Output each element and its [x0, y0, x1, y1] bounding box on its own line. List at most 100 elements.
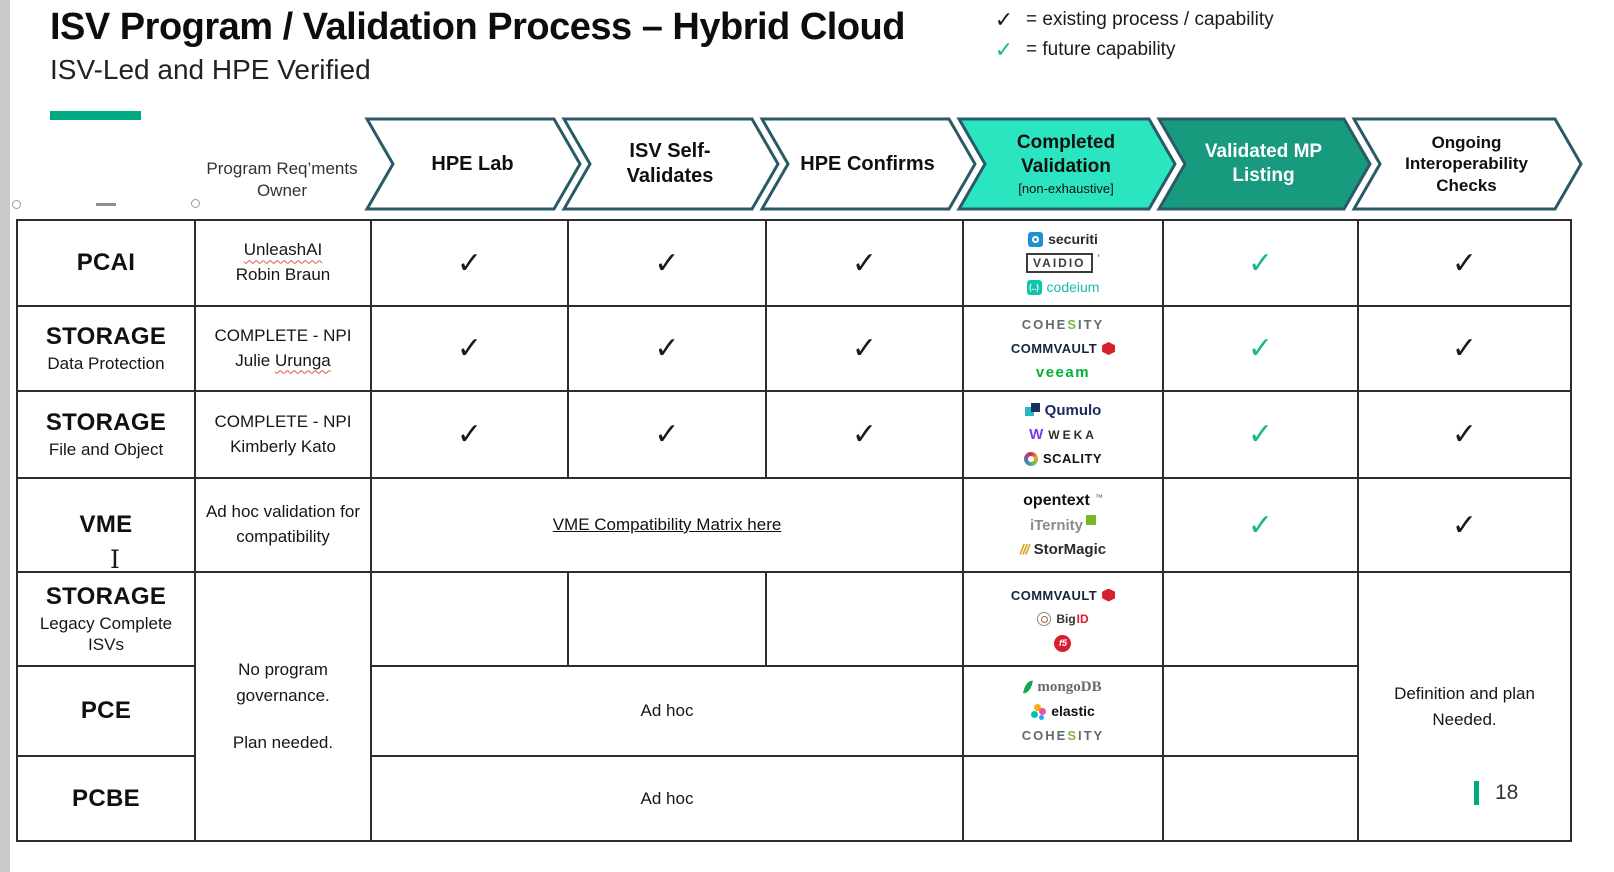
opentext-trademark-icon: ™ — [1094, 492, 1103, 502]
f5-icon: f5 — [1054, 634, 1072, 652]
stage-chevron-isv-self-validates: ISV Self-Validates — [561, 116, 781, 212]
stormagic-icon: /// — [1019, 541, 1030, 557]
cell-storage-legacy-category: STORAGE Legacy Complete ISVs — [18, 573, 196, 667]
cell-vme-compatibility-matrix: VME Compatibility Matrix here — [372, 479, 964, 573]
cell-vme-category: VME — [18, 479, 196, 573]
cell-pcbe-ad-hoc: Ad hoc — [372, 757, 964, 840]
owner-line1: COMPLETE - NPI — [214, 325, 352, 345]
cell-pcai-hpe-lab: ✓ — [372, 221, 569, 307]
check-icon: ✓ — [1451, 246, 1478, 280]
stage-label-ongoing-interoperability: Ongoing Interoperability Checks — [1405, 133, 1528, 195]
slide-number: 18 — [1474, 781, 1518, 805]
cell-storage-fo-hpe-lab: ✓ — [372, 392, 569, 479]
cell-storage-dp-ongoing: ✓ — [1359, 307, 1570, 392]
bigid-label-post: ID — [1076, 612, 1089, 626]
cell-storage-legacy-hpe-lab-empty — [372, 573, 569, 667]
cohesity-label-s: S — [1067, 317, 1078, 332]
securiti-logo: securiti — [1028, 229, 1098, 250]
elastic-label: elastic — [1051, 703, 1095, 719]
existing-check-icon: ✓ — [994, 7, 1014, 32]
bigid-fingerprint-icon — [1037, 612, 1052, 626]
vaidio-label: VAIDIO — [1026, 253, 1093, 273]
scality-logo: SCALITY — [1023, 448, 1103, 469]
slide-number-accent-bar — [1474, 781, 1479, 805]
owner-line2b: Urunga — [274, 350, 331, 370]
qumulo-logo: Qumulo — [1024, 400, 1101, 421]
owner-line2: Kimberly Kato — [230, 436, 336, 456]
no-governance-line2: Plan needed. — [232, 733, 334, 753]
category-title: STORAGE — [45, 582, 167, 610]
weka-label: WEKA — [1048, 427, 1097, 442]
category-title: PCAI — [76, 249, 136, 276]
cohesity-logo: COHESITY — [1022, 314, 1104, 335]
codeium-logo: (..)codeium — [1026, 277, 1099, 298]
check-icon: ✓ — [851, 418, 878, 451]
cell-storage-dp-validated-mp: ✓ — [1164, 307, 1359, 392]
page-subtitle: ISV-Led and HPE Verified — [50, 54, 371, 85]
stage-label-completed-validation: Completed Validation — [1016, 132, 1116, 177]
cell-storage-dp-hpe-lab: ✓ — [372, 307, 569, 392]
cell-storage-fo-ongoing: ✓ — [1359, 392, 1570, 479]
iternity-logo: iTernity — [1030, 515, 1097, 536]
window-edge-strip — [0, 0, 10, 872]
cell-pcbe-category: PCBE — [18, 757, 196, 840]
scality-icon — [1023, 451, 1038, 466]
cell-vme-ongoing: ✓ — [1359, 479, 1570, 573]
check-icon: ✓ — [1451, 508, 1478, 542]
weka-logo: W WEKA — [1029, 424, 1097, 445]
page-title: ISV Program / Validation Process – Hybri… — [50, 6, 905, 48]
cell-pce-category: PCE — [18, 667, 196, 757]
vaidio-trademark-icon: ’ — [1097, 252, 1100, 265]
check-icon: ✓ — [1451, 418, 1478, 451]
bigid-label-pre: Big — [1056, 612, 1076, 626]
owner-column-header: Program Req’ments Owner — [206, 159, 358, 201]
future-check-icon: ✓ — [1247, 508, 1274, 542]
cell-storage-fo-category: STORAGE File and Object — [18, 392, 196, 479]
cohesity-label-post: ITY — [1077, 317, 1105, 332]
weka-icon: W — [1029, 426, 1044, 443]
cell-pce-ad-hoc: Ad hoc — [372, 667, 964, 757]
securiti-label: securiti — [1048, 231, 1098, 247]
cell-storage-fo-isv-self-validates: ✓ — [569, 392, 767, 479]
cohesity-label-post: ITY — [1078, 727, 1105, 743]
check-icon: ✓ — [456, 246, 483, 280]
cell-pcai-hpe-confirms: ✓ — [767, 221, 964, 307]
cell-no-governance-note: No program governance. Plan needed. — [196, 573, 372, 840]
opentext-label: opentext — [1023, 492, 1090, 509]
cell-pcbe-completed-validation-empty — [964, 757, 1164, 840]
cell-pce-validated-mp-empty — [1164, 667, 1359, 757]
cell-pcai-completed-validation: securiti VAIDIO ’ (..)codeium — [964, 221, 1164, 307]
commvault-logo: COMMVAULT — [1011, 585, 1116, 606]
category-subtitle: Data Protection — [47, 353, 165, 373]
f5-logo: f5 — [1054, 633, 1072, 654]
check-icon: ✓ — [851, 246, 878, 280]
mongodb-logo: mongoDB — [1023, 677, 1102, 698]
cell-storage-dp-owner: COMPLETE - NPI Julie Urunga — [196, 307, 372, 392]
cell-storage-fo-validated-mp: ✓ — [1164, 392, 1359, 479]
legend-existing: ✓ = existing process / capability — [992, 5, 1274, 35]
cell-pcai-owner: UnleashAI Robin Braun — [196, 221, 372, 307]
cell-storage-legacy-validated-mp-empty — [1164, 573, 1359, 667]
future-check-icon: ✓ — [994, 37, 1014, 62]
legend: ✓ = existing process / capability ✓ = fu… — [992, 5, 1274, 65]
category-title: STORAGE — [45, 408, 167, 436]
cell-pce-completed-validation: mongoDB elastic COHESITY — [964, 667, 1164, 757]
cell-pcai-ongoing: ✓ — [1359, 221, 1570, 307]
cohesity-label-pre: COHE — [1021, 727, 1068, 743]
cell-storage-dp-hpe-confirms: ✓ — [767, 307, 964, 392]
future-check-icon: ✓ — [1247, 418, 1274, 451]
stage-chevron-validated-mp-listing: Validated MP Listing — [1156, 116, 1373, 212]
scality-label: SCALITY — [1042, 451, 1103, 466]
stage-label-isv-self-validates: ISV Self-Validates — [626, 140, 714, 187]
cell-storage-fo-owner: COMPLETE - NPI Kimberly Kato — [196, 392, 372, 479]
cohesity-label-pre: COHE — [1021, 317, 1068, 332]
cell-pcai-validated-mp: ✓ — [1164, 221, 1359, 307]
legend-future: ✓ = future capability — [992, 35, 1274, 65]
elastic-icon — [1031, 703, 1047, 719]
veeam-logo: veeam — [1036, 362, 1090, 383]
check-icon: ✓ — [654, 418, 680, 451]
commvault-logo: COMMVAULT — [1011, 338, 1116, 359]
vme-compatibility-matrix-link[interactable]: VME Compatibility Matrix here — [552, 515, 782, 534]
title-accent-bar — [50, 111, 141, 120]
